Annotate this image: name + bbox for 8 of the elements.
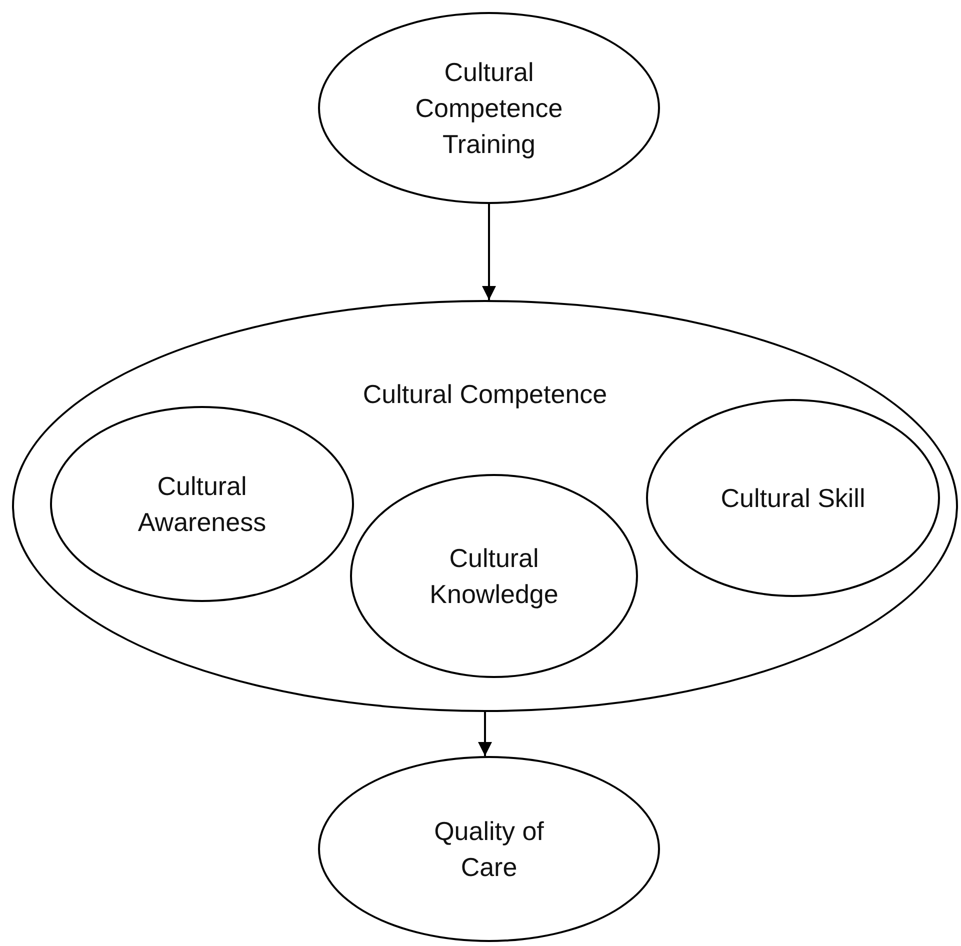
group-title: Cultural Competence	[362, 378, 608, 411]
node-label: Quality of Care	[433, 815, 545, 884]
node-label: Cultural Skill	[720, 482, 866, 515]
arrow	[482, 204, 496, 300]
node-label: Cultural Awareness	[136, 470, 268, 539]
arrow	[478, 712, 492, 756]
node-label: Cultural Competence Training	[414, 56, 564, 161]
node-label: Cultural Knowledge	[428, 542, 560, 611]
